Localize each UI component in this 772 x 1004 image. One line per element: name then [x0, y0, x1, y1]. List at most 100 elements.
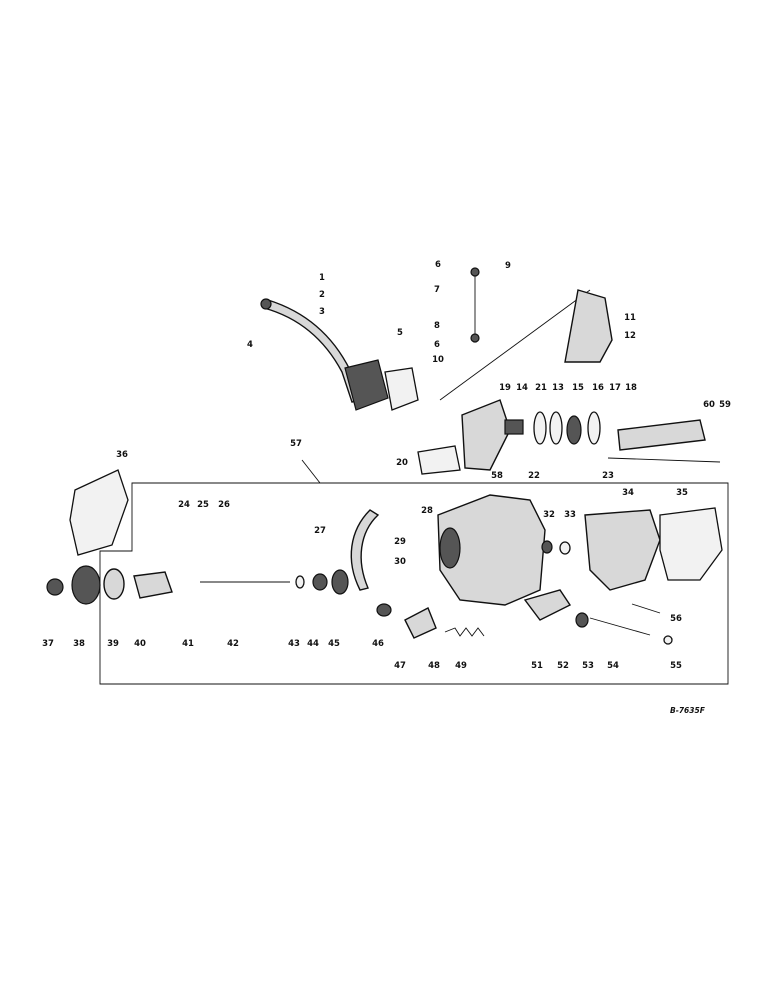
assembly-frame [99, 482, 729, 685]
callout-16: 16 [592, 382, 604, 393]
callout-53: 53 [582, 660, 594, 671]
callout-3: 3 [319, 306, 325, 317]
callout-59: 59 [719, 399, 731, 410]
callout-25: 25 [197, 499, 209, 510]
rod-23 [607, 457, 721, 463]
clevis-top [470, 267, 480, 277]
callout-4: 4 [247, 339, 253, 350]
spring-49 [444, 627, 485, 637]
callout-54: 54 [607, 660, 619, 671]
pedal-lever [262, 299, 361, 403]
drawing-code: B-7635F [670, 706, 705, 715]
shaft-18 [617, 419, 706, 451]
callout-41: 41 [182, 638, 194, 649]
callout-7: 7 [434, 284, 440, 295]
housing-bore [439, 527, 461, 569]
fork-51 [523, 589, 572, 621]
callout-19: 19 [499, 382, 511, 393]
collar-39 [103, 568, 125, 600]
callout-60: 60 [703, 399, 715, 410]
callout-6b: 6 [434, 339, 440, 350]
callout-32: 32 [543, 509, 555, 520]
callout-28: 28 [421, 505, 433, 516]
callout-9: 9 [505, 260, 511, 271]
callout-17: 17 [609, 382, 621, 393]
callout-30: 30 [394, 556, 406, 567]
callout-21: 21 [535, 382, 547, 393]
callout-22: 22 [528, 470, 540, 481]
callout-13: 13 [552, 382, 564, 393]
callout-8: 8 [434, 320, 440, 331]
callout-18: 18 [625, 382, 637, 393]
bell-crank [564, 289, 613, 363]
gasket-35 [659, 507, 723, 581]
callout-57: 57 [290, 438, 302, 449]
spacer-44 [312, 573, 328, 591]
gasket-16 [587, 411, 601, 445]
washer-43 [295, 575, 305, 589]
callout-52: 52 [557, 660, 569, 671]
callout-36: 36 [116, 449, 128, 460]
gasket-21 [533, 411, 547, 445]
adapter-housing [461, 399, 511, 471]
callout-24: 24 [178, 499, 190, 510]
callout-56: 56 [670, 613, 682, 624]
pedal-plate [384, 367, 419, 411]
callout-43: 43 [288, 638, 300, 649]
callout-11: 11 [624, 312, 636, 323]
callout-38: 38 [73, 638, 85, 649]
gasket-36 [69, 469, 129, 556]
callout-47: 47 [394, 660, 406, 671]
callout-51: 51 [531, 660, 543, 671]
plug-32 [541, 540, 553, 554]
callout-55: 55 [670, 660, 682, 671]
callout-1: 1 [319, 272, 325, 283]
callout-44: 44 [307, 638, 319, 649]
callout-15: 15 [572, 382, 584, 393]
pedal-clevis [260, 298, 272, 310]
band-29 [350, 509, 380, 591]
long-rod [439, 289, 591, 401]
cap-14 [504, 419, 524, 435]
lever-47 [404, 607, 437, 639]
callout-29: 29 [394, 536, 406, 547]
ring-55 [663, 635, 673, 645]
callout-34: 34 [622, 487, 634, 498]
callout-58: 58 [491, 470, 503, 481]
callout-35: 35 [676, 487, 688, 498]
callout-2: 2 [319, 289, 325, 300]
callout-48: 48 [428, 660, 440, 671]
ring-53 [575, 612, 589, 628]
gear-38 [71, 565, 101, 605]
callout-27: 27 [314, 525, 326, 536]
callout-12: 12 [624, 330, 636, 341]
callout-10: 10 [432, 354, 444, 365]
callout-20: 20 [396, 457, 408, 468]
plug-33 [559, 541, 571, 555]
flange-20 [417, 445, 461, 475]
nut-37 [46, 578, 64, 596]
cover-34 [584, 509, 661, 591]
clevis-bottom [470, 333, 480, 343]
callout-33: 33 [564, 509, 576, 520]
callout-40: 40 [134, 638, 146, 649]
callout-23: 23 [602, 470, 614, 481]
bolt-56 [631, 603, 661, 614]
bearing-45 [331, 569, 349, 595]
ring-46 [376, 603, 392, 617]
callout-42: 42 [227, 638, 239, 649]
shaft-54 [589, 617, 651, 636]
callout-39: 39 [107, 638, 119, 649]
bearing-15 [566, 415, 582, 445]
callout-49: 49 [455, 660, 467, 671]
leader-57 [301, 459, 321, 484]
callout-5: 5 [397, 327, 403, 338]
callout-6a: 6 [435, 259, 441, 270]
callout-37: 37 [42, 638, 54, 649]
callout-26: 26 [218, 499, 230, 510]
yoke-40 [133, 571, 173, 599]
callout-45: 45 [328, 638, 340, 649]
main-housing-28 [437, 494, 546, 606]
